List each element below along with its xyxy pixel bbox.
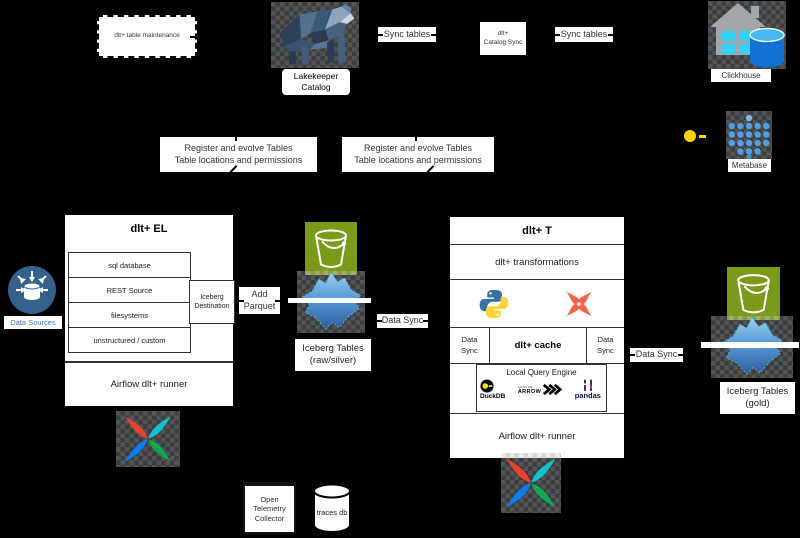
s3-bucket-icon bbox=[305, 222, 357, 275]
arrow-stub bbox=[426, 165, 434, 173]
data-sources-label: Data Sources bbox=[4, 316, 62, 329]
dbt-x-icon bbox=[562, 288, 596, 320]
edge-label-data-sync-out: Data Sync bbox=[629, 348, 684, 362]
edge-label-add-parquet: Add Parquet bbox=[238, 287, 281, 314]
metabase-icon bbox=[726, 111, 772, 159]
arrow-stub bbox=[629, 354, 635, 356]
data-sources-icon bbox=[7, 265, 57, 315]
node-table-maintenance: dlt+ table maintenance bbox=[97, 15, 197, 58]
t-title: dlt+ T bbox=[450, 217, 624, 245]
t-data-sync-left: Data Sync bbox=[461, 335, 478, 355]
el-source-rest: REST Source bbox=[69, 277, 190, 302]
airflow-pinwheel-icon-1 bbox=[116, 411, 180, 467]
el-sources-list: sql database REST Source filesystems uns… bbox=[68, 252, 191, 353]
yellow-dash bbox=[699, 135, 706, 138]
node-otel-collector: Open Telemetry Collector bbox=[243, 482, 296, 534]
t-local-query-engine: Local Query Engine DuckDB APACHE ARROW bbox=[476, 364, 607, 412]
table-maintenance-label: dlt+ table maintenance bbox=[114, 32, 180, 40]
arrow-stub bbox=[608, 33, 614, 36]
arrow-stub bbox=[235, 136, 238, 141]
iceberg-gold-label: Iceberg Tables (gold) bbox=[720, 382, 795, 414]
lqe-title: Local Query Engine bbox=[506, 368, 577, 377]
t-transformations: dlt+ transformations bbox=[450, 245, 624, 280]
arrow-stub bbox=[431, 33, 437, 36]
traces-db-cylinder-icon: traces db bbox=[311, 482, 353, 534]
iceberg-raw-label: Iceberg Tables (raw/silver) bbox=[295, 339, 371, 371]
arrow-stub bbox=[376, 320, 382, 322]
lqe-logos: DuckDB APACHE ARROW bbox=[477, 377, 606, 400]
node-dlt-t: dlt+ T dlt+ transformations Data bbox=[448, 215, 626, 460]
metabase-label: Metabase bbox=[728, 159, 771, 172]
pandas-logo: pandas bbox=[575, 379, 601, 400]
node-catalog-sync: dlt+ Catalog Sync bbox=[478, 19, 528, 58]
lakekeeper-bear-icon bbox=[271, 2, 359, 68]
arrow-stub bbox=[238, 299, 244, 302]
t-data-sync-right: Data Sync bbox=[597, 335, 614, 355]
edge-label-register-right: Register and evolve Tables Table locatio… bbox=[342, 136, 494, 173]
arrow-stub bbox=[190, 35, 196, 38]
duckdb-icon bbox=[480, 379, 494, 393]
el-iceberg-destination: Iceberg Destination bbox=[189, 280, 235, 324]
t-logos-row bbox=[450, 280, 624, 328]
edge-label-register-left: Register and evolve Tables Table locatio… bbox=[160, 136, 317, 173]
s3-bucket-icon-gold bbox=[727, 267, 780, 320]
node-dlt-el: dlt+ EL sql database REST Source filesys… bbox=[63, 213, 235, 408]
arrow-stub bbox=[423, 320, 429, 322]
duckdb-logo: DuckDB bbox=[480, 379, 505, 400]
pandas-icon bbox=[584, 379, 592, 391]
arrow-stub bbox=[678, 354, 684, 356]
apache-arrow-logo: APACHE ARROW bbox=[518, 383, 563, 396]
arrow-stub bbox=[377, 33, 383, 36]
arrow-stub bbox=[275, 299, 281, 302]
edge-label-sync-tables-1: Sync tables bbox=[377, 27, 437, 42]
airflow-pinwheel-icon-2 bbox=[501, 453, 561, 513]
el-source-sql: sql database bbox=[108, 260, 151, 270]
arrow-stub bbox=[554, 33, 560, 36]
traces-db-label: traces db bbox=[316, 508, 348, 517]
clickhouse-icon bbox=[708, 1, 786, 69]
yellow-dot-icon bbox=[684, 130, 696, 142]
waterline bbox=[288, 298, 371, 303]
python-icon bbox=[478, 287, 510, 321]
edge-label-sync-tables-2: Sync tables bbox=[554, 27, 614, 42]
arrow-stub bbox=[229, 165, 238, 173]
triple-chevron-icon bbox=[543, 383, 563, 396]
waterline-gold bbox=[701, 342, 799, 348]
el-title: dlt+ EL bbox=[130, 223, 168, 235]
t-dlt-cache: dlt+ cache bbox=[489, 328, 587, 363]
lakekeeper-label: Lakekeeper Catalog bbox=[282, 69, 350, 95]
el-source-filesystems: filesystems bbox=[69, 302, 190, 327]
el-airflow-runner: Airflow dlt+ runner bbox=[65, 361, 233, 406]
clickhouse-label: Clickhouse bbox=[711, 69, 771, 82]
t-airflow-runner: Airflow dlt+ runner bbox=[450, 413, 624, 458]
edge-label-data-sync-mid: Data Sync bbox=[376, 314, 429, 328]
arrow-stub bbox=[414, 136, 417, 141]
el-source-unstructured: unstructured / custom bbox=[69, 327, 190, 352]
t-cache-row: Data Sync dlt+ cache Data Sync bbox=[450, 328, 624, 364]
